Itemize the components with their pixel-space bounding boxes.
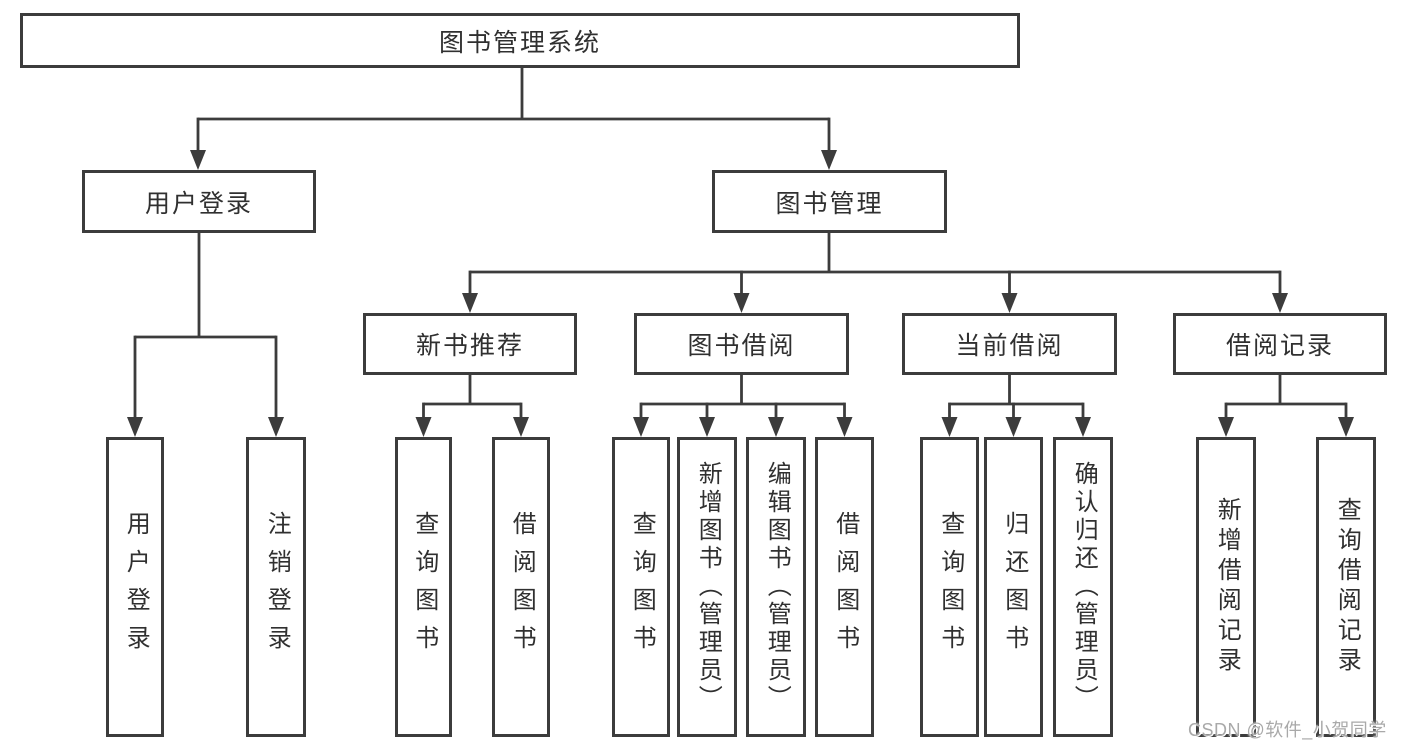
node-label: 用户登录 <box>122 511 150 663</box>
node-label: 借阅图书 <box>831 511 859 663</box>
node-label: 当前借阅 <box>955 332 1064 360</box>
leaf-confirm-return-admin: 确认归还（管理员） <box>1053 437 1113 737</box>
node-user-login: 用户登录 <box>82 170 316 233</box>
node-borrowing-records: 借阅记录 <box>1173 313 1387 375</box>
node-book-management: 图书管理 <box>712 170 947 233</box>
node-label: 新增图书（管理员） <box>694 461 722 713</box>
leaf-query-books-borrowing: 查询图书 <box>612 437 670 737</box>
node-label: 借阅记录 <box>1225 332 1334 360</box>
leaf-return-books: 归还图书 <box>984 437 1043 737</box>
node-label: 注销登录 <box>263 511 291 663</box>
leaf-query-borrow-record: 查询借阅记录 <box>1316 437 1376 737</box>
node-current-borrowing: 当前借阅 <box>902 313 1117 375</box>
node-library-management-system: 图书管理系统 <box>20 13 1020 68</box>
node-new-book-recommendation: 新书推荐 <box>363 313 577 375</box>
node-label: 查询图书 <box>628 511 656 663</box>
node-label: 查询借阅记录 <box>1333 497 1361 677</box>
leaf-add-borrow-record: 新增借阅记录 <box>1196 437 1256 737</box>
node-label: 新书推荐 <box>415 332 524 360</box>
leaf-add-book-admin: 新增图书（管理员） <box>677 437 737 737</box>
node-label: 图书管理 <box>775 189 884 218</box>
node-label: 确认归还（管理员） <box>1070 461 1098 713</box>
leaf-query-books-recommend: 查询图书 <box>395 437 452 737</box>
leaf-borrow-books-recommend: 借阅图书 <box>492 437 550 737</box>
node-label: 图书管理系统 <box>438 28 601 57</box>
node-label: 查询图书 <box>936 511 964 663</box>
leaf-borrow-books-borrowing: 借阅图书 <box>815 437 874 737</box>
leaf-query-books-current: 查询图书 <box>920 437 979 737</box>
node-label: 图书借阅 <box>687 332 796 360</box>
node-label: 用户登录 <box>144 189 253 218</box>
node-label: 借阅图书 <box>508 511 536 663</box>
leaf-user-login: 用户登录 <box>106 437 164 737</box>
node-label: 新增借阅记录 <box>1213 497 1241 677</box>
csdn-watermark: CSDN @软件_小贺同学 <box>1188 720 1387 740</box>
node-label: 查询图书 <box>410 511 438 663</box>
node-label: 编辑图书（管理员） <box>763 461 791 713</box>
leaf-edit-book-admin: 编辑图书（管理员） <box>746 437 806 737</box>
node-book-borrowing: 图书借阅 <box>634 313 849 375</box>
leaf-logout: 注销登录 <box>246 437 306 737</box>
node-label: 归还图书 <box>1000 511 1028 663</box>
